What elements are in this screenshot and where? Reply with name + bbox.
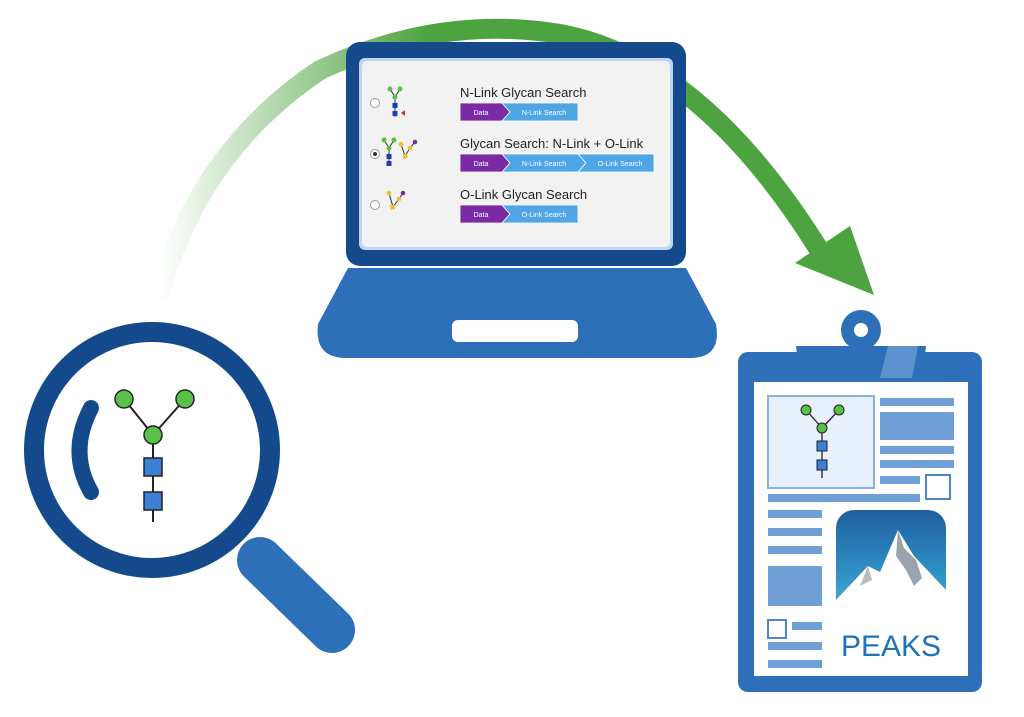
glycan-structure-icon — [114, 389, 195, 522]
step-pill-label: N-Link Search — [522, 161, 566, 168]
step-pill-search — [501, 204, 579, 224]
workflow-radio[interactable] — [370, 98, 380, 108]
workflow-radio-dot — [373, 152, 377, 156]
workflow-title: Glycan Search: N-Link + O-Link — [460, 136, 644, 151]
step-pill-search — [501, 102, 579, 122]
report-checkbox — [925, 474, 951, 500]
glycan-glyph-icon — [387, 86, 405, 117]
report-text-lines — [768, 398, 954, 668]
step-pill-label: O-Link Search — [598, 161, 643, 168]
laptop-base — [317, 268, 717, 358]
step-pill-label: Data — [474, 110, 489, 117]
clipboard-icon: PEAKS — [738, 310, 982, 692]
peaks-mountain-logo: PEAKS — [836, 510, 946, 663]
report-glycan-thumbnail — [767, 395, 875, 489]
step-pill-label: Data — [474, 161, 489, 168]
curved-arrow-icon — [150, 18, 874, 302]
magnifier-handle — [237, 537, 355, 653]
report-checkbox-small — [767, 619, 787, 639]
step-pill-label: O-Link Search — [522, 212, 567, 219]
arrow-head — [795, 226, 874, 295]
clipboard-clip — [796, 310, 926, 378]
workflow-radio[interactable] — [370, 200, 380, 210]
peaks-logo-text: PEAKS — [841, 630, 941, 663]
glycan-glyph-icon — [381, 137, 418, 166]
magnifying-glass-icon — [24, 322, 355, 653]
arrow-body — [150, 18, 828, 302]
laptop-trackpad — [452, 320, 578, 342]
step-pill-search — [577, 153, 655, 173]
magnifier-glare — [71, 400, 99, 500]
glycan-glyph-icon — [386, 190, 406, 210]
step-pill-label: Data — [474, 212, 489, 219]
step-pill-label: N-Link Search — [522, 110, 566, 117]
workflow-title: N-Link Glycan Search — [460, 85, 586, 100]
workflow-title: O-Link Glycan Search — [460, 187, 587, 202]
